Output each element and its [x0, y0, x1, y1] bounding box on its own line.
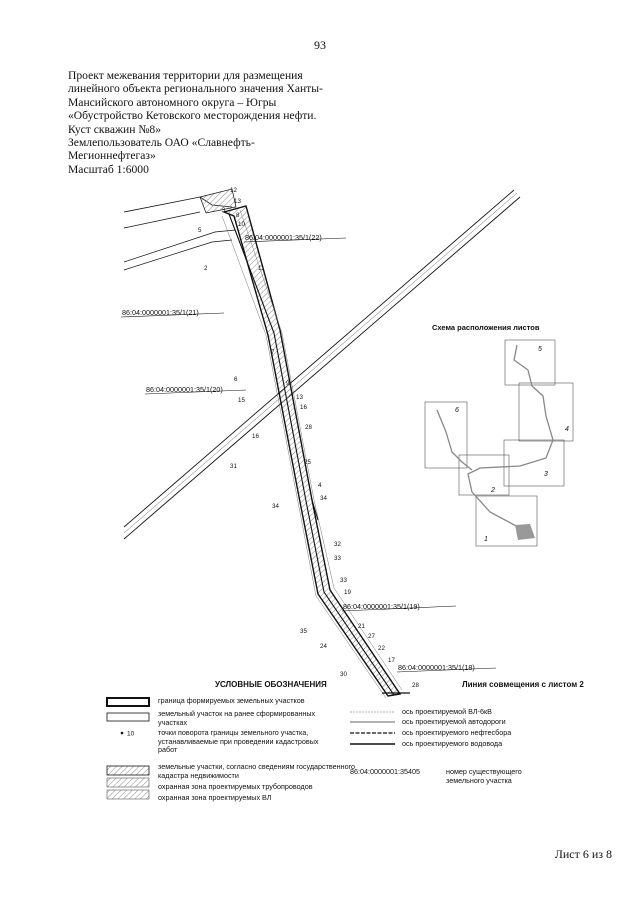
title-block: Проект межевания территории для размещен… [68, 69, 358, 176]
scheme-sheet-label: 2 [490, 487, 495, 494]
scheme-title: Схема расположения листов [432, 323, 540, 332]
sheet-scheme: 5 4 3 6 2 1 [424, 339, 574, 547]
existing-parcels [123, 188, 237, 271]
point-label: 7 [271, 349, 275, 356]
title-line: Проект межевания территории для размещен… [68, 69, 303, 82]
parcel-label: 86:04:0000001:35/1(22) [245, 233, 322, 242]
legend-item: охранная зона проектируемых ВЛ [158, 793, 272, 802]
page-number: 93 [314, 38, 326, 52]
point-label: 21 [358, 623, 365, 630]
point-label: 33 [340, 577, 347, 584]
legend-item: земельный участок на ранее сформированны… [158, 709, 316, 727]
diagonal-corridor [123, 189, 521, 540]
scheme-sheet-label: 1 [484, 536, 488, 543]
title-line: линейного объекта регионального значения… [68, 82, 323, 96]
point-label: 16 [300, 404, 307, 411]
legend-item: земельные участки, согласно сведениям го… [158, 762, 356, 780]
title-line: Мегионнефтегаз» [68, 149, 156, 163]
point-label: 35 [300, 628, 307, 635]
parcel-label: 86:04:0000001:35/1(20) [146, 385, 223, 394]
legend-point-sample: 10 [127, 731, 135, 738]
point-label: 10 [238, 221, 245, 228]
point-label: 12 [230, 187, 237, 194]
point-label: 8 [236, 212, 240, 219]
parcel-label: 86:04:0000001:35/1(18) [398, 663, 475, 672]
legend-item: граница формируемых земельных участков [158, 696, 305, 705]
legend-item: точки поворота границы земельного участк… [158, 728, 319, 755]
point-label: 24 [320, 643, 327, 650]
title-line: «Обустройство Кетовского месторождения н… [68, 109, 317, 123]
scheme-sheet-label: 6 [455, 407, 459, 414]
point-label: 34 [320, 495, 327, 502]
point-label: 2 [204, 265, 208, 272]
point-label: 27 [368, 633, 375, 640]
point-label: 15 [238, 397, 245, 404]
legend-line-samples [350, 711, 395, 745]
legend-title: УСЛОВНЫЕ ОБОЗНАЧЕНИЯ [215, 680, 327, 689]
point-label: 33 [334, 555, 341, 562]
scheme-sheet-label: 4 [565, 426, 569, 433]
title-line: Мансийского автономного округа – Югры [68, 95, 277, 109]
point-label: 19 [344, 589, 351, 596]
legend-item: ось проектируемого нефтесбора [402, 728, 512, 737]
point-label: 34 [272, 503, 279, 510]
point-label: 17 [388, 657, 395, 664]
scheme-sheet-label: 5 [538, 346, 542, 353]
turning-points: 12 13 8 3 10 5 2 11 7 9 6 15 13 16 16 28… [198, 187, 419, 689]
parcel-labels: 86:04:0000001:35/1(22) 86:04:0000001:35/… [120, 233, 497, 673]
parcel-label: 86:04:0000001:35/1(21) [122, 308, 199, 317]
point-label: 28 [305, 424, 312, 431]
point-label: 16 [252, 433, 259, 440]
pipeline-corridor [221, 205, 403, 699]
point-label: 22 [378, 645, 385, 652]
point-label: 31 [230, 463, 237, 470]
point-label: 5 [198, 227, 202, 234]
legend-item: ось проектируемой ВЛ-6кВ [402, 707, 492, 716]
point-label: 3 [222, 207, 226, 214]
point-label: 25 [304, 459, 311, 466]
point-label: 28 [412, 682, 419, 689]
legend-item: номер существующего земельного участка [446, 767, 522, 785]
legend-samples: 10 [106, 697, 150, 800]
point-label: 11 [258, 265, 265, 272]
point-label: 4 [318, 482, 322, 489]
sheet-label: Лист 6 из 8 [554, 847, 612, 861]
scale-label: Масштаб 1:6000 [68, 162, 149, 176]
title-line: Землепользователь ОАО «Славнефть- [68, 136, 255, 150]
scheme-sheet-label: 3 [544, 471, 548, 478]
point-label: 30 [340, 671, 347, 678]
cadastral-sample: 86:04:0000001:35405 [350, 767, 420, 776]
title-line: Куст скважин №8» [68, 122, 161, 136]
point-label: 6 [234, 376, 238, 383]
point-label: 32 [334, 541, 341, 548]
point-label: 13 [234, 198, 241, 205]
legend-item: ось проектируемого водовода [402, 739, 503, 748]
legend-item: ось проектируемой автодороги [402, 717, 506, 726]
legend-item: охранная зона проектируемых трубопроводо… [158, 782, 313, 791]
parcel-label: 86:04:0000001:35/1(19) [343, 602, 420, 611]
point-label: 9 [286, 380, 290, 387]
match-line-label: Линия совмещения с листом 2 [462, 680, 584, 689]
point-label: 13 [296, 394, 303, 401]
